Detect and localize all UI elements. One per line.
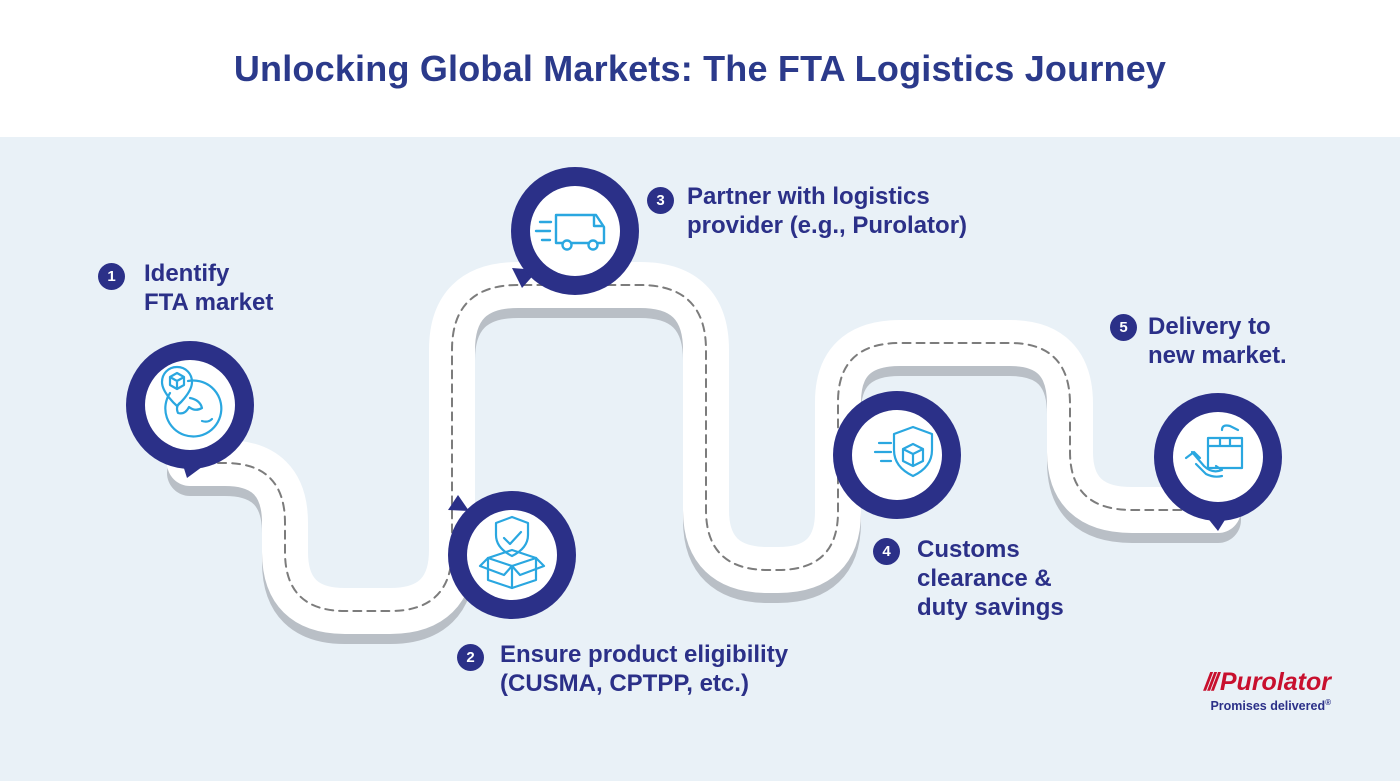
step-4-label: Customs clearance & duty savings xyxy=(917,535,1064,622)
step-4-marker xyxy=(833,391,961,519)
step-4-label-line-3: duty savings xyxy=(917,594,1064,621)
logo-trademark: ® xyxy=(1325,698,1331,707)
step-1-label-line-1: Identify xyxy=(144,260,230,287)
journey-road-diagram xyxy=(126,167,1282,644)
step-4-label-line-1: Customs xyxy=(917,536,1020,563)
step-1-label: Identify FTA market xyxy=(144,259,273,317)
step-1-marker xyxy=(126,341,254,478)
shield-package-icon xyxy=(873,425,934,478)
road xyxy=(167,262,1241,634)
logo-wordmark: Purolator xyxy=(1219,668,1331,696)
step-2-number: 2 xyxy=(457,644,484,671)
globe-location-pin-icon xyxy=(160,365,223,438)
step-5-label: Delivery to new market. xyxy=(1148,312,1287,370)
hand-receiving-package-icon xyxy=(1184,424,1244,478)
step-1-number: 1 xyxy=(98,263,125,290)
delivery-truck-icon xyxy=(534,213,606,251)
step-3-label: Partner with logistics provider (e.g., P… xyxy=(687,182,967,240)
step-3-number: 3 xyxy=(647,187,674,214)
step-2-label: Ensure product eligibility (CUSMA, CPTPP… xyxy=(500,640,788,698)
purolator-logo: ///Purolator Promises delivered® xyxy=(1155,668,1331,713)
step-5-label-line-2: new market. xyxy=(1148,342,1287,369)
step-1-label-line-2: FTA market xyxy=(144,289,274,316)
step-5-number: 5 xyxy=(1110,314,1137,341)
step-3-marker xyxy=(511,167,639,295)
logo-slash-mark: /// xyxy=(1204,668,1219,696)
page-title: Unlocking Global Markets: The FTA Logist… xyxy=(233,48,1167,89)
road-center-dashes xyxy=(189,284,1219,612)
step-5-label-line-1: Delivery to xyxy=(1148,313,1271,340)
step-2-label-line-2: (CUSMA, CPTPP, etc.) xyxy=(500,670,749,697)
step-2-label-line-1: Ensure product eligibility xyxy=(500,641,789,668)
step-4-label-line-2: clearance & xyxy=(917,565,1052,592)
step-3-label-line-1: Partner with logistics xyxy=(687,183,930,210)
step-2-marker xyxy=(448,491,576,619)
logo-tagline: Promises delivered xyxy=(1210,699,1326,714)
step-3-label-line-2: provider (e.g., Purolator) xyxy=(687,212,968,239)
journey-panel: 1 Identify FTA market 2 Ensure product e… xyxy=(0,137,1400,781)
shield-check-box-icon xyxy=(478,515,546,590)
step-5-marker xyxy=(1154,393,1282,531)
step-4-number: 4 xyxy=(873,538,900,565)
